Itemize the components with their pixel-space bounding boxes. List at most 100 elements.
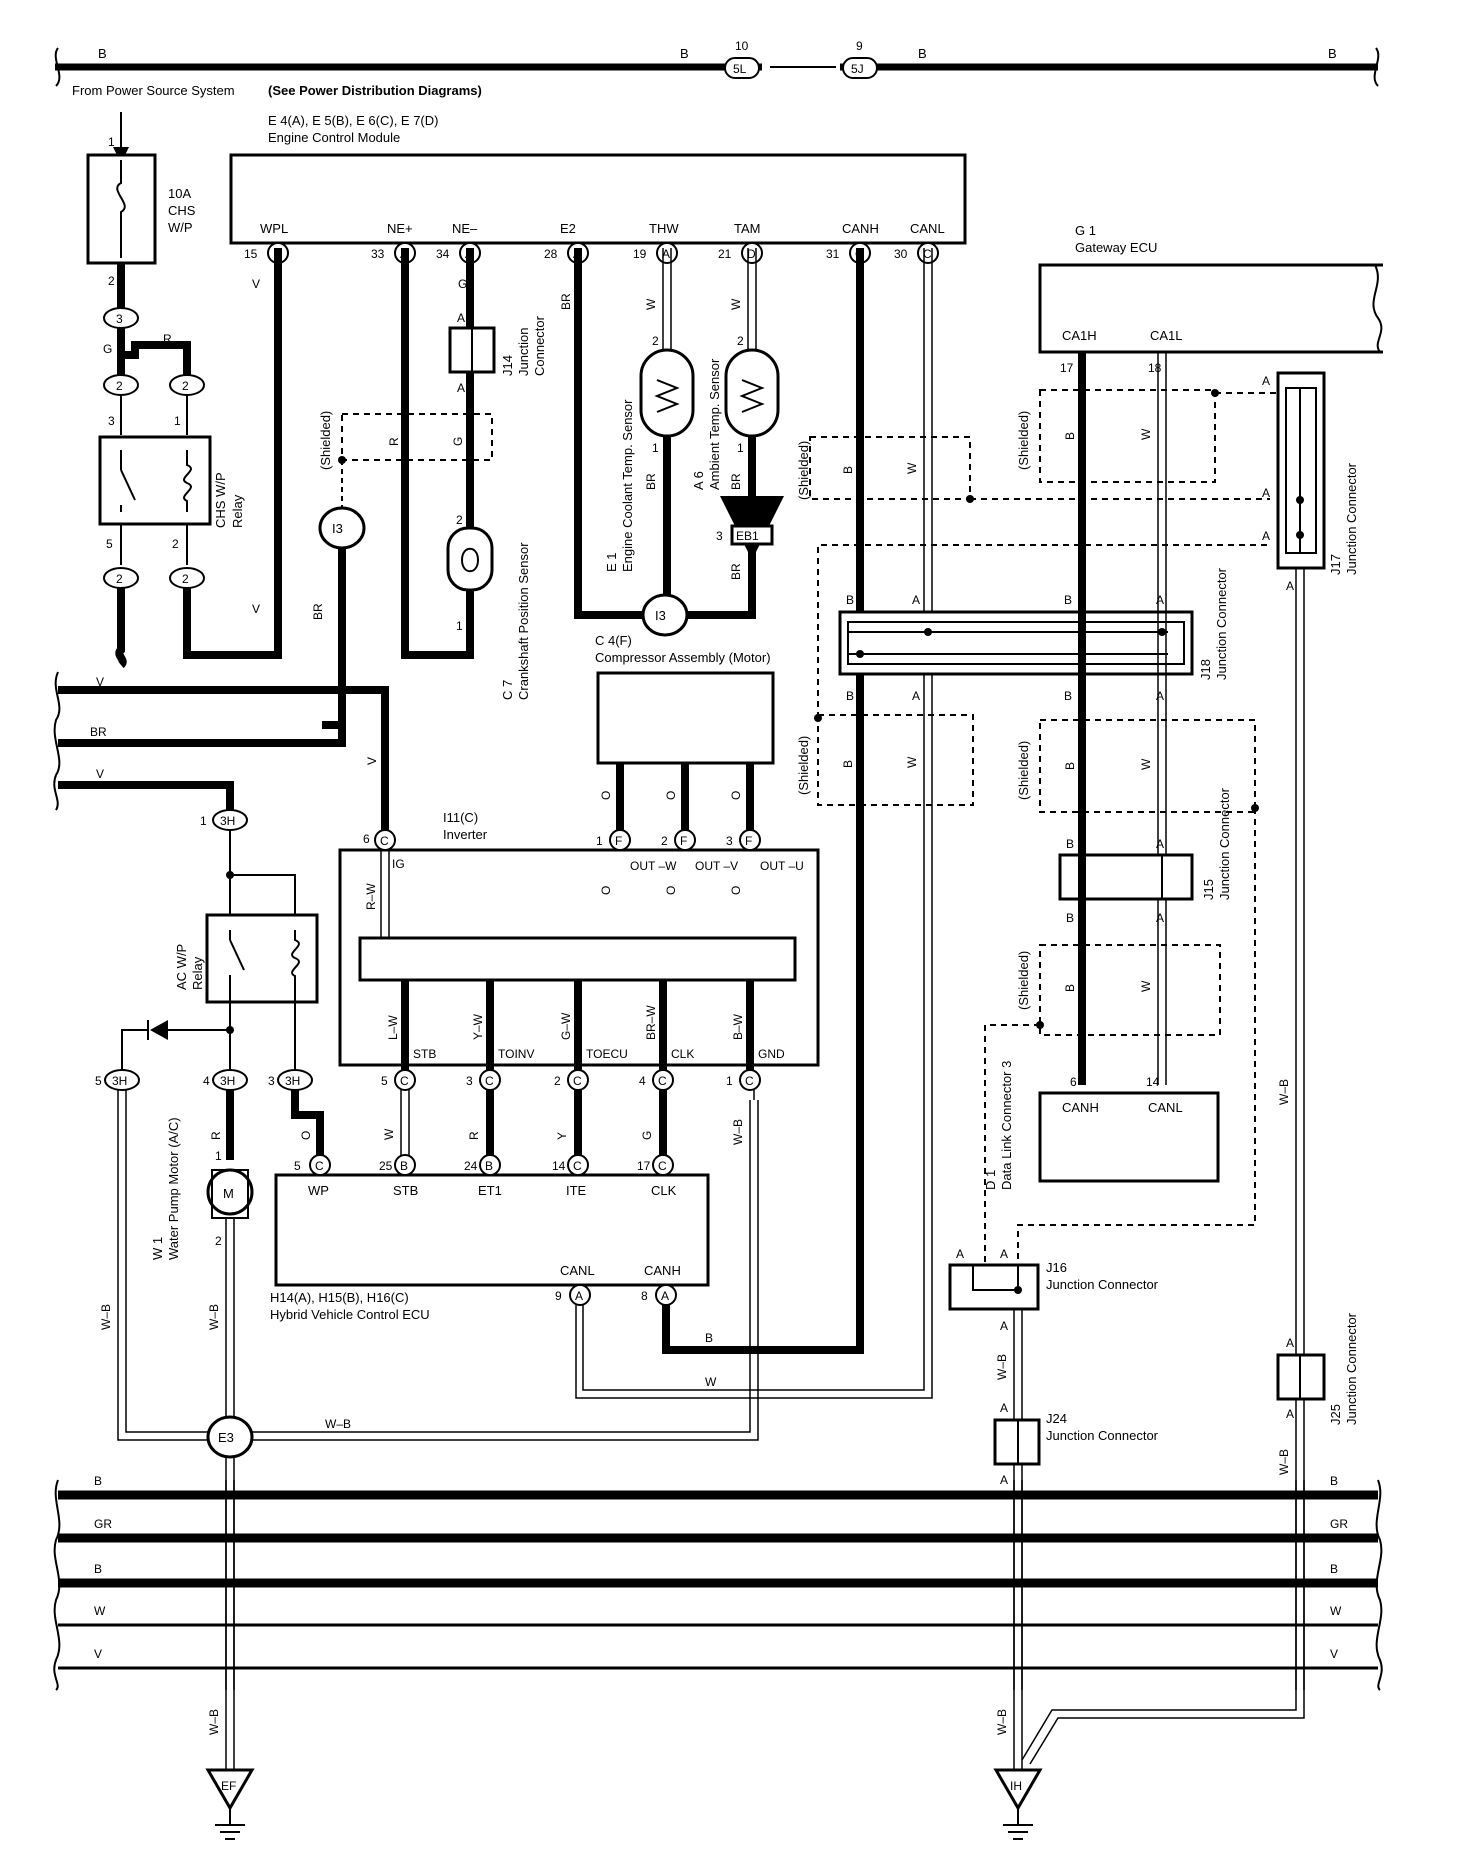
ecm-pin-number: 31 [826, 247, 840, 261]
ecm-pin-name: CANL [910, 221, 945, 236]
svg-text:CANH: CANH [1062, 1100, 1099, 1115]
inverter-wire-color: BR–W [644, 1005, 658, 1040]
svg-text:R: R [387, 437, 401, 446]
svg-text:3H: 3H [220, 1074, 235, 1088]
svg-text:O: O [299, 1131, 313, 1140]
svg-text:CHS W/P: CHS W/P [213, 472, 228, 528]
hv-ecu-pin-name: CLK [651, 1183, 677, 1198]
ecm-pin-connector [917, 242, 939, 264]
inverter-pin-number: 4 [639, 1074, 646, 1088]
hv-ecu-pin-connector-letter: C [573, 1159, 582, 1173]
svg-text:O: O [664, 791, 678, 800]
svg-text:A: A [956, 1247, 964, 1261]
svg-text:3H: 3H [285, 1074, 300, 1088]
ecm-pin-name: TAM [734, 221, 760, 236]
svg-text:8: 8 [641, 1289, 648, 1303]
inverter-pin-connector-letter: C [400, 1074, 409, 1088]
ground-wire-color: W–B [731, 1119, 745, 1145]
crankshaft-section: G A A J14 Junction Connector 1 2 C 7 Cra… [311, 248, 547, 729]
svg-text:(Shielded): (Shielded) [1016, 951, 1031, 1010]
svg-text:Hybrid Vehicle Control ECU: Hybrid Vehicle Control ECU [270, 1307, 430, 1322]
ecm-pin-number: 21 [718, 247, 732, 261]
ground-ef: EF [205, 1768, 255, 1840]
svg-text:Junction Connector: Junction Connector [1046, 1428, 1159, 1443]
ecm-pin-name: NE+ [387, 221, 413, 236]
temp-sensors: BR W 2 1 BR E 1 Engine Coolant Temp. Sen… [559, 248, 784, 637]
svg-text:5: 5 [106, 537, 113, 551]
svg-text:D 1: D 1 [983, 1170, 998, 1190]
bus-color-label: B [918, 46, 927, 61]
svg-text:O: O [599, 791, 613, 800]
svg-text:Inverter: Inverter [443, 827, 488, 842]
svg-text:E 1: E 1 [604, 552, 619, 572]
svg-text:1: 1 [174, 414, 181, 428]
hv-ecu-pin-connector [479, 1154, 501, 1176]
bus-label: W [94, 1604, 106, 1618]
svg-text:2: 2 [215, 1234, 222, 1248]
svg-text:B: B [1063, 432, 1077, 440]
svg-text:2: 2 [456, 513, 463, 527]
svg-text:A: A [1286, 1407, 1294, 1421]
svg-text:18: 18 [1148, 361, 1162, 375]
svg-text:J16: J16 [1046, 1260, 1067, 1275]
hv-ecu-pin-connector [567, 1154, 589, 1176]
svg-text:Engine Coolant Temp. Sensor: Engine Coolant Temp. Sensor [620, 399, 635, 572]
svg-text:C 4(F): C 4(F) [595, 633, 632, 648]
svg-text:CA1L: CA1L [1150, 328, 1183, 343]
hv-ecu-pin-name: ET1 [478, 1183, 502, 1198]
inverter-pin-connector [394, 1069, 416, 1091]
svg-text:OUT –U: OUT –U [760, 859, 804, 873]
svg-text:Relay: Relay [230, 494, 245, 528]
hv-ecu-pin-connector [309, 1154, 331, 1176]
hv-ecu-pin-name: STB [393, 1183, 418, 1198]
svg-text:W–B: W–B [99, 1304, 113, 1330]
splice-i3-2: I3 [655, 608, 666, 623]
bus-label: GR [94, 1517, 112, 1531]
svg-text:A: A [661, 1289, 669, 1303]
connector-eb1: EB1 [736, 529, 759, 543]
hv-ecu-pin-connector-letter: B [400, 1159, 408, 1173]
svg-text:A: A [912, 689, 920, 703]
ecm-pin-name: WPL [260, 221, 288, 236]
svg-text:3H: 3H [112, 1074, 127, 1088]
splice-e3: E3 [218, 1430, 234, 1445]
hv-ecu-pin-name: ITE [566, 1183, 587, 1198]
ground-ih: IH [993, 1768, 1043, 1840]
source-note-bold: (See Power Distribution Diagrams) [268, 83, 482, 98]
inverter-wire-color: L–W [386, 1015, 400, 1040]
bus-break-left [53, 1479, 61, 1691]
inverter-pin-name: GND [758, 1047, 785, 1061]
svg-text:J15: J15 [1201, 879, 1216, 900]
svg-text:2: 2 [108, 274, 115, 288]
svg-text:BR: BR [90, 725, 107, 739]
ecm-pin-connector [656, 242, 678, 264]
ecm-pin-name: E2 [560, 221, 576, 236]
svg-text:A: A [1262, 529, 1270, 543]
svg-text:3H: 3H [220, 814, 235, 828]
hv-ecu-pin-name: WP [308, 1183, 329, 1198]
ecm-pin-connector-letter: D [747, 247, 756, 261]
hybrid-vehicle-control-ecu: H14(A), H15(B), H16(C) Hybrid Vehicle Co… [270, 1090, 755, 1322]
svg-text:A: A [457, 311, 465, 325]
bus-color-label: B [1328, 46, 1337, 61]
svg-text:BR: BR [559, 293, 573, 310]
svg-text:R–W: R–W [364, 883, 378, 910]
svg-text:2: 2 [172, 537, 179, 551]
svg-text:Junction Connector: Junction Connector [1046, 1277, 1159, 1292]
svg-text:C: C [380, 834, 389, 848]
svg-text:2: 2 [116, 572, 123, 586]
bus-label: B [1330, 1474, 1338, 1488]
svg-text:3: 3 [726, 834, 733, 848]
svg-text:BR: BR [729, 563, 743, 580]
svg-text:3: 3 [108, 414, 115, 428]
inverter-pin-name: STB [413, 1047, 436, 1061]
hv-ecu-wire-color: W [382, 1128, 396, 1140]
svg-text:A: A [575, 1289, 583, 1303]
splice-i3: I3 [332, 521, 343, 536]
svg-text:Crankshaft Position Sensor: Crankshaft Position Sensor [516, 542, 531, 700]
svg-text:17: 17 [1060, 361, 1074, 375]
svg-text:1: 1 [652, 441, 659, 455]
